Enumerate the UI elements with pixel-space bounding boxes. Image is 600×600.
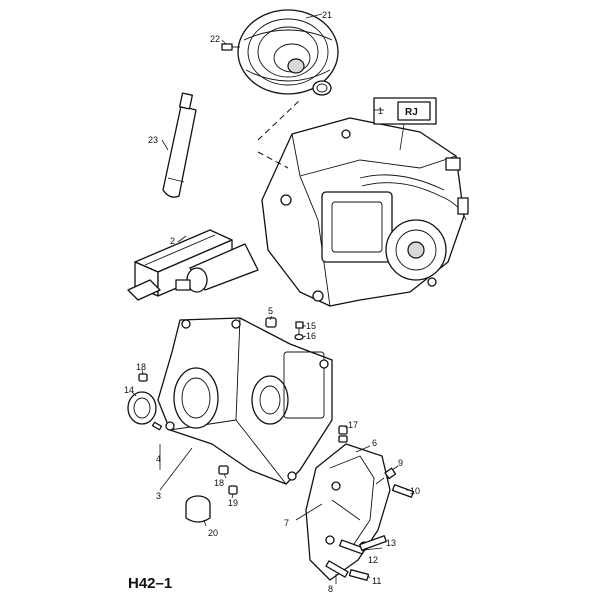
callout-4: 4 [156,454,161,464]
transmission-code: RJ [405,107,418,118]
callout-9: 9 [398,458,403,468]
alignment-line-lower [257,151,289,169]
callout-5: 5 [268,306,273,316]
callout-16: 16 [306,331,316,341]
plug-5 [265,317,277,328]
torque-converter [237,9,339,95]
cup-20 [185,495,211,523]
bolt-15 [295,321,304,334]
callout-1: 1 [378,106,383,116]
bearing-14 [127,391,157,425]
bolt-12 [339,539,365,555]
callout-19: 19 [228,498,238,508]
callout-3: 3 [156,491,161,501]
leader-lines [131,13,410,584]
callout-18-upper: 18 [136,362,146,372]
callout-10: 10 [410,486,420,496]
callout-labels: 21 22 23 2 1 5 15 16 18 14 4 3 18 19 20 … [124,10,420,594]
bolt-9 [375,467,397,485]
plug-17 [338,425,348,443]
callout-12: 12 [368,555,378,565]
plug-18-upper [138,373,148,382]
callout-13: 13 [386,538,396,548]
callout-7: 7 [284,518,289,528]
bolt-10 [391,484,415,498]
callout-22: 22 [210,34,220,44]
plug-18-lower [218,465,229,475]
bolt-8 [325,560,349,578]
callout-20: 20 [208,528,218,538]
callout-15: 15 [306,321,316,331]
callout-23: 23 [148,135,158,145]
callout-8: 8 [328,584,333,594]
callout-21: 21 [322,10,332,20]
sealant-tube [162,92,197,198]
dowel-4 [151,421,163,431]
code-box: RJ [373,97,437,151]
callout-2: 2 [170,236,175,246]
bolt-13 [359,535,387,551]
plug-19 [228,485,238,495]
converter-bolt [221,43,240,51]
seal-ring [312,80,332,96]
washer-16 [294,333,304,341]
transmission-housing [157,317,333,485]
callout-11: 11 [372,576,381,586]
diagram-reference: H42–1 [128,575,172,592]
bolt-11 [348,569,370,581]
callout-6: 6 [372,438,377,448]
transmission-assembly [261,117,469,307]
sealant-kit [127,229,259,301]
callout-14: 14 [124,385,134,395]
callout-18-lower: 18 [214,478,224,488]
callout-17: 17 [348,420,358,430]
